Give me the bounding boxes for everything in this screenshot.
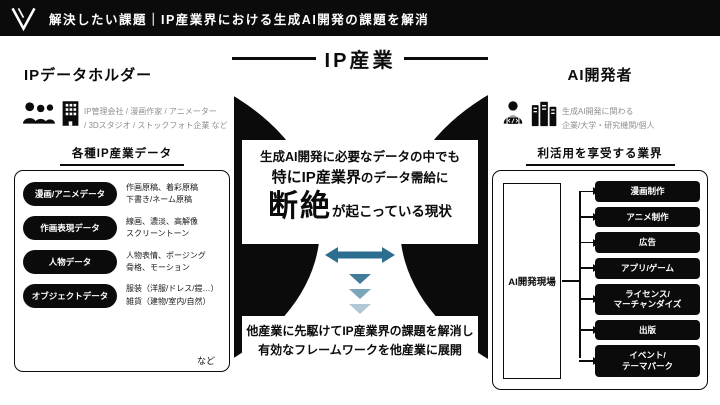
connector-arrow [579, 239, 599, 246]
industry-row: イベント/ テーマパーク [579, 345, 700, 377]
data-desc: 人物表情、ポージング 骨格、モーション [126, 250, 206, 272]
ip-data-card: 漫画/アニメデータ 作画原稿、着彩原稿 下書き/ネーム原稿 作画表現データ 線画… [14, 170, 230, 372]
data-pill: オブジェクトデータ [23, 283, 117, 308]
connector-arrow [579, 357, 599, 364]
industry-row: 出版 [579, 319, 700, 341]
data-row-manga: 漫画/アニメデータ 作画原稿、着彩原稿 下書き/ネーム原稿 [23, 182, 221, 207]
center-line2-emphasis: 特にIP産業界 [271, 169, 361, 186]
industry-row: アプリ/ゲーム [579, 257, 700, 279]
slide-title: 解決したい課題｜IP産業界における生成AI開発の課題を解消 [49, 12, 430, 27]
center-keyword: 断絶 [268, 190, 333, 223]
data-desc: 作画原稿、着彩原稿 下書き/ネーム原稿 [126, 183, 198, 205]
industry-pill: 広告 [595, 232, 700, 253]
double-arrow-icon [324, 246, 396, 264]
people-group-icon [22, 100, 56, 127]
etc-label: など [196, 356, 215, 366]
ai-dev-hub-box: AI開発現場 [503, 183, 561, 379]
data-pill: 人物データ [23, 249, 117, 274]
connector-arrow [579, 188, 599, 195]
industry-pill: アニメ制作 [595, 206, 700, 228]
right-icon-group [500, 100, 558, 127]
industry-row: 広告 [579, 232, 700, 253]
right-heading: AI開発者 [567, 67, 633, 84]
flow-chevrons [349, 274, 371, 319]
data-desc: 線画、濃淡、高解像 スクリーントーン [126, 216, 198, 239]
right-subheading: 利活用を享受する業界 [525, 145, 675, 166]
center-title-row: IP産業 [232, 44, 488, 73]
background-mask-center-bottom [242, 316, 478, 366]
industry-pill: ライセンス/ マーチャンダイズ [595, 283, 700, 315]
background-mask-center-mid [242, 140, 478, 244]
chevron-down-icon [349, 304, 371, 314]
building-icon [60, 100, 81, 127]
connector-arrow [579, 265, 599, 272]
chevron-down-icon [349, 289, 371, 299]
data-row-object: オブジェクトデータ 服装（洋服/ドレス/鎧…） 雑貨（建物/室内/自然） [23, 283, 221, 308]
center-line2: 特にIP産業界のデータ需給に [242, 166, 478, 187]
left-subheading: 各種IP産業データ [59, 145, 185, 166]
industry-list: 漫画制作 アニメ制作 広告 アプリ/ゲーム ライセンス/ マーチャンダイズ 出版 [579, 181, 700, 377]
data-row-drawing: 作画表現データ 線画、濃淡、高解像 スクリーントーン [23, 216, 221, 241]
center-bottom-text: 他産業に先駆けてIP産業界の課題を解消し 有効なフレームワークを他産業に展開 [240, 322, 480, 359]
right-description: 生成AI開発に関わる 企業/大学・研究機関/個人 [562, 107, 655, 130]
industry-pill: 漫画制作 [595, 181, 700, 202]
left-icon-group [22, 100, 81, 127]
connector-arrow [579, 326, 599, 333]
center-bottom-line2: 有効なフレームワークを他産業に展開 [258, 342, 462, 357]
industry-row: ライセンス/ マーチャンダイズ [579, 283, 700, 315]
connector-arrow [579, 295, 599, 302]
center-bottom-line1: 他産業に先駆けてIP産業界の課題を解消し [246, 324, 474, 338]
v-logo-icon [10, 5, 37, 32]
data-pill: 作画表現データ [23, 216, 117, 241]
left-subheading-wrap: 各種IP産業データ [14, 144, 230, 166]
center-line1: 生成AI開発に必要なデータの中でも [259, 150, 460, 164]
connector-line [562, 280, 579, 282]
left-heading: IPデータホルダー [24, 67, 153, 84]
data-desc: 服装（洋服/ドレス/鎧…） 雑貨（建物/室内/自然） [126, 284, 219, 306]
chevron-down-icon [349, 274, 371, 284]
data-row-person: 人物データ 人物表情、ポージング 骨格、モーション [23, 249, 221, 275]
right-subheading-wrap: 利活用を享受する業界 [492, 144, 708, 166]
header-bar: 解決したい課題｜IP産業界における生成AI開発の課題を解消 [0, 0, 720, 36]
industry-pill: イベント/ テーマパーク [595, 345, 700, 377]
connector-arrow [579, 213, 599, 220]
title-rule-left [232, 57, 316, 60]
developer-icon [500, 100, 526, 127]
industry-pill: アプリ/ゲーム [595, 257, 700, 279]
title-rule-right [404, 57, 488, 60]
industry-row: アニメ制作 [579, 206, 700, 228]
center-line3: 断絶が起こっている現状 [242, 190, 478, 223]
background-mask-center-top [234, 36, 486, 86]
center-line3-rest: が起こっている現状 [332, 204, 452, 219]
center-title: IP産業 [324, 50, 396, 72]
data-pill: 漫画/アニメデータ [23, 182, 117, 207]
industry-card: AI開発現場 漫画制作 アニメ制作 広告 アプリ/ゲーム ライセンス/ マ [492, 170, 708, 390]
industry-row: 漫画制作 [579, 181, 700, 202]
connector-trunk [579, 191, 581, 358]
center-line2-rest: のデータ需給に [360, 171, 449, 185]
industry-pill: 出版 [595, 319, 700, 341]
left-description: IP管理会社 / 漫画作家 / アニメーター / 3Dスタジオ / ストックフォ… [84, 107, 228, 130]
server-rack-icon [531, 100, 558, 127]
